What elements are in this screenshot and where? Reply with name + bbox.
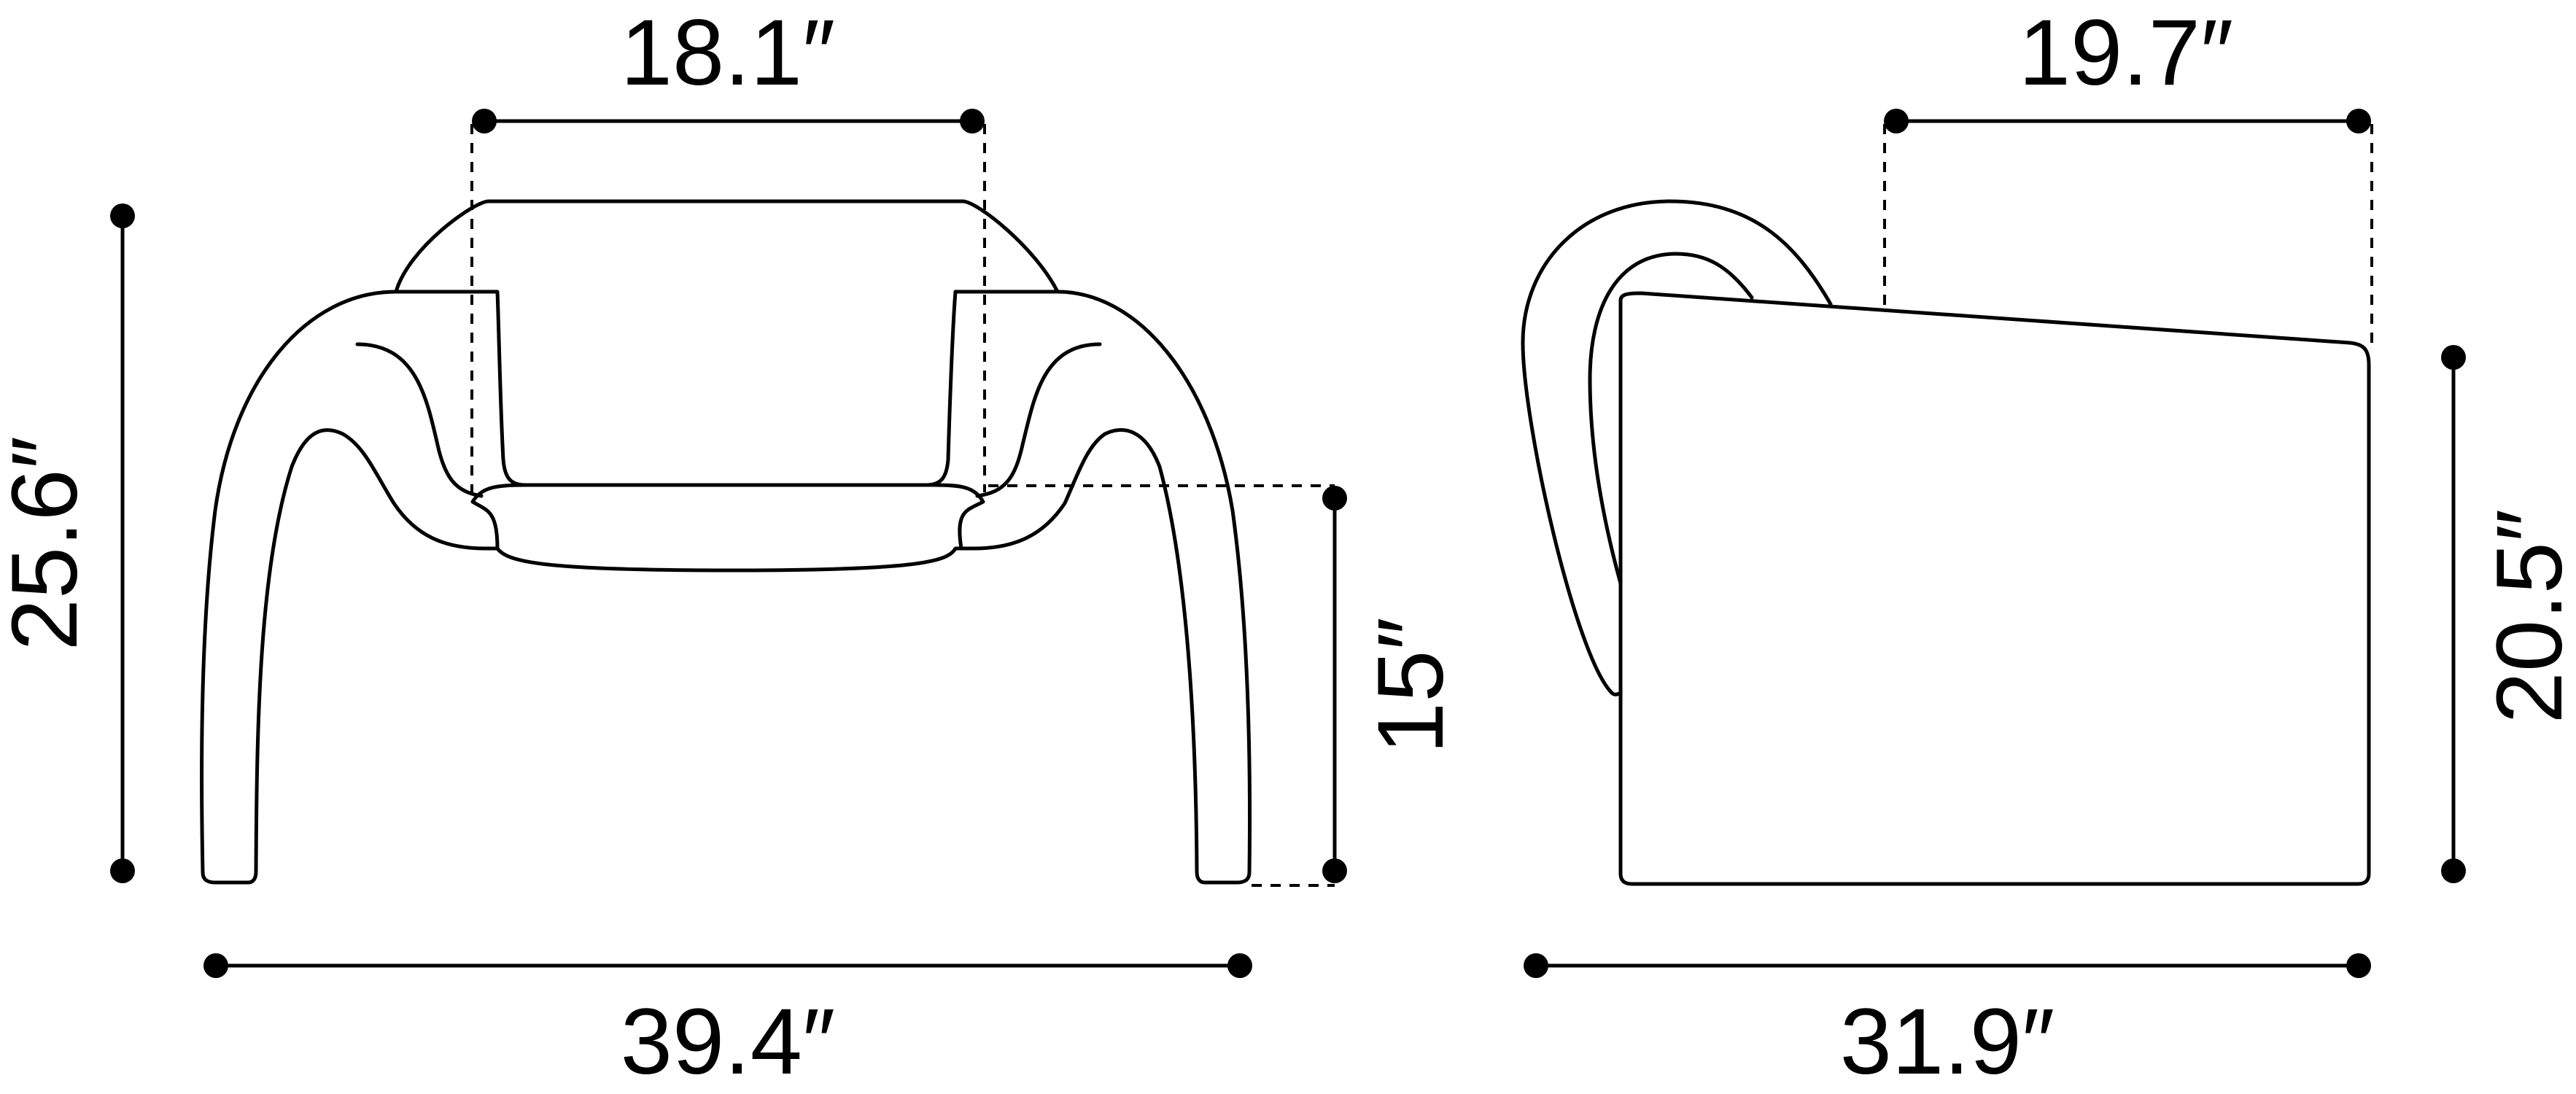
side-body [1618,291,2371,886]
side-arm-outer [1521,199,1833,697]
front-backrest [394,199,1060,487]
dim-label-side-top-depth: 19.7″ [2019,1,2233,105]
dim-label-front-top-width: 18.1″ [621,1,835,105]
dim-side-top-depth: 19.7″ [1883,1,2373,349]
dim-label-front-overall-width: 39.4″ [621,990,835,1094]
front-seat-cushion [470,483,985,573]
dim-front-top-width: 18.1″ [470,1,986,492]
front-left-arm [200,290,500,885]
dim-front-seat-height: 15″ [988,484,1463,887]
dim-front-height: 25.6″ [0,203,135,883]
dim-front-overall-width: 39.4″ [203,953,1252,1094]
dim-label-side-height: 20.5″ [2478,509,2576,723]
side-arm-inner [1588,252,1754,586]
dim-label-front-seat-height: 15″ [1359,617,1463,754]
dim-label-front-height: 25.6″ [0,436,97,651]
dim-side-height: 20.5″ [2441,345,2576,883]
front-right-arm [959,290,1252,885]
dim-side-overall-depth: 31.9″ [1524,953,2371,1094]
front-view-chair [200,199,1252,885]
front-right-inner-arm [975,342,1102,498]
front-left-inner-arm [355,342,484,498]
side-view-chair [1521,199,2371,886]
dim-label-side-overall-depth: 31.9″ [1840,990,2055,1094]
